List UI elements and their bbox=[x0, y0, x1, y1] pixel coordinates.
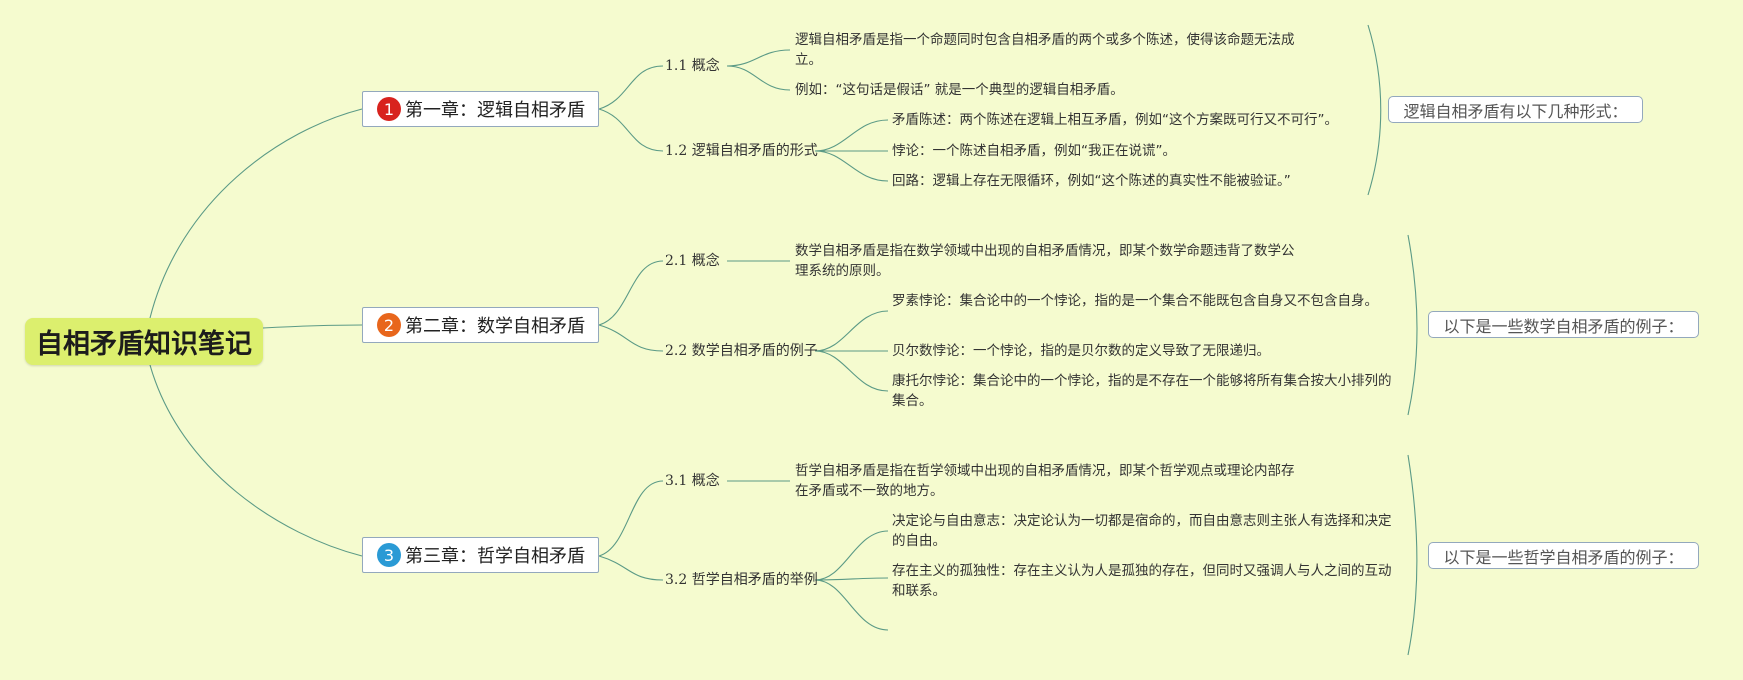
link-s22-i3 bbox=[814, 350, 889, 392]
root-title: 自相矛盾知识笔记 bbox=[36, 329, 252, 360]
link-ch2-s21 bbox=[598, 260, 664, 326]
bracket-ch2 bbox=[1407, 234, 1418, 416]
link-ch1-s12 bbox=[598, 108, 664, 152]
link-s22-i1 bbox=[814, 310, 889, 352]
summary-chapter-3[interactable]: 以下是一些哲学自相矛盾的例子： bbox=[1428, 542, 1699, 569]
section-3-2[interactable]: 3.2 哲学自相矛盾的举例 bbox=[665, 572, 818, 588]
bracket-ch1 bbox=[1367, 24, 1382, 196]
section-2-2[interactable]: 2.2 数学自相矛盾的例子 bbox=[665, 343, 818, 359]
chapter-1-topic[interactable]: 1 第一章：逻辑自相矛盾 bbox=[362, 91, 599, 127]
leaf-3-1-1[interactable]: 哲学自相矛盾是指在哲学领域中出现的自相矛盾情况，即某个哲学观点或理论内部存在矛盾… bbox=[795, 463, 1295, 499]
link-root-ch3 bbox=[149, 364, 363, 557]
summary-chapter-2[interactable]: 以下是一些数学自相矛盾的例子： bbox=[1428, 311, 1699, 338]
bracket-ch3 bbox=[1407, 454, 1418, 656]
link-ch3-s32 bbox=[598, 555, 664, 581]
link-s12-i1 bbox=[814, 119, 889, 152]
link-s32-i1 bbox=[814, 530, 889, 581]
link-root-ch2 bbox=[262, 324, 363, 329]
chapter-1-title: 第一章：逻辑自相矛盾 bbox=[405, 100, 585, 121]
link-ch2-s22 bbox=[598, 324, 664, 352]
link-s11-i2 bbox=[726, 65, 791, 91]
chapter-3-title: 第三章：哲学自相矛盾 bbox=[405, 546, 585, 567]
section-1-1[interactable]: 1.1 概念 bbox=[665, 58, 720, 74]
chapter-2-title: 第二章：数学自相矛盾 bbox=[405, 316, 585, 337]
leaf-2-2-2[interactable]: 贝尔数悖论：一个悖论，指的是贝尔数的定义导致了无限递归。 bbox=[892, 343, 1270, 359]
leaf-2-2-3[interactable]: 康托尔悖论：集合论中的一个悖论，指的是不存在一个能够将所有集合按大小排列的集合。 bbox=[892, 373, 1392, 409]
root-topic[interactable]: 自相矛盾知识笔记 bbox=[25, 318, 263, 365]
leaf-1-1-1[interactable]: 逻辑自相矛盾是指一个命题同时包含自相矛盾的两个或多个陈述，使得该命题无法成立。 bbox=[795, 32, 1295, 68]
link-root-ch1 bbox=[149, 108, 363, 319]
leaf-2-2-1[interactable]: 罗素悖论：集合论中的一个悖论，指的是一个集合不能既包含自身又不包含自身。 bbox=[892, 293, 1378, 309]
badge-1: 1 bbox=[377, 97, 401, 121]
link-s12-i3 bbox=[814, 150, 889, 182]
summary-chapter-1[interactable]: 逻辑自相矛盾有以下几种形式： bbox=[1388, 96, 1643, 123]
leaf-2-1-1[interactable]: 数学自相矛盾是指在数学领域中出现的自相矛盾情况，即某个数学命题违背了数学公理系统… bbox=[795, 243, 1295, 279]
leaf-1-2-3[interactable]: 回路：逻辑上存在无限循环，例如“这个陈述的真实性不能被验证。” bbox=[892, 173, 1291, 189]
section-2-1[interactable]: 2.1 概念 bbox=[665, 253, 720, 269]
section-1-2[interactable]: 1.2 逻辑自相矛盾的形式 bbox=[665, 143, 818, 159]
link-s32-i2 bbox=[814, 577, 889, 581]
link-ch3-s31 bbox=[598, 480, 664, 557]
leaf-1-1-2[interactable]: 例如：“这句话是假话” 就是一个典型的逻辑自相矛盾。 bbox=[795, 82, 1124, 98]
leaf-3-2-2[interactable]: 存在主义的孤独性：存在主义认为人是孤独的存在，但同时又强调人与人之间的互动和联系… bbox=[892, 563, 1392, 599]
leaf-1-2-2[interactable]: 悖论：一个陈述自相矛盾，例如“我正在说谎”。 bbox=[892, 143, 1176, 159]
link-s11-i1 bbox=[726, 49, 791, 67]
badge-2: 2 bbox=[377, 313, 401, 337]
chapter-2-topic[interactable]: 2 第二章：数学自相矛盾 bbox=[362, 307, 599, 343]
link-ch1-s11 bbox=[598, 65, 664, 110]
badge-3: 3 bbox=[377, 543, 401, 567]
leaf-1-2-1[interactable]: 矛盾陈述：两个陈述在逻辑上相互矛盾，例如“这个方案既可行又不可行”。 bbox=[892, 112, 1338, 128]
section-3-1[interactable]: 3.1 概念 bbox=[665, 473, 720, 489]
leaf-3-2-1[interactable]: 决定论与自由意志：决定论认为一切都是宿命的，而自由意志则主张人有选择和决定的自由… bbox=[892, 513, 1392, 549]
chapter-3-topic[interactable]: 3 第三章：哲学自相矛盾 bbox=[362, 537, 599, 573]
link-s32-i3 bbox=[814, 579, 889, 631]
